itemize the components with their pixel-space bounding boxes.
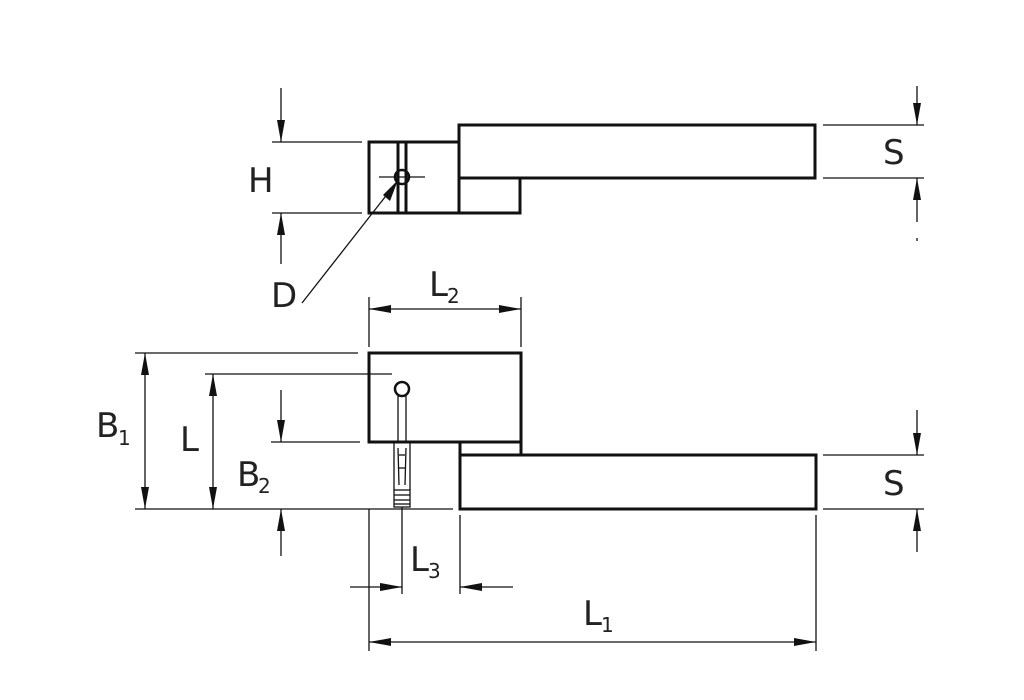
dimension-b1-label: B (96, 406, 119, 446)
front-view-rose-block (367, 351, 523, 444)
dimension-b1: B 1 (96, 352, 358, 509)
dimension-s-top-label: S (883, 133, 905, 173)
dimension-s-bottom-label: S (883, 464, 905, 504)
top-view-lower-step (457, 176, 522, 215)
spindle-screw (393, 442, 411, 508)
dimension-h: H (248, 88, 362, 264)
dimension-b2-subscript: 2 (258, 474, 271, 498)
dimension-l-label: L (180, 420, 199, 460)
top-view (367, 123, 817, 215)
dimension-s-top: S (823, 86, 924, 241)
front-view-pin-hole (393, 380, 411, 398)
dimension-d: D (271, 180, 398, 316)
dimension-l3-subscript: 3 (428, 559, 441, 583)
dimension-b2: B 2 (237, 390, 360, 556)
dimension-b1-subscript: 1 (118, 426, 131, 450)
dimension-l3: L 3 (350, 507, 513, 594)
dimension-l3-label: L (410, 540, 429, 580)
dimension-l: L (180, 373, 392, 509)
dimension-l2: L 2 (368, 265, 522, 347)
top-view-handle-bar (457, 123, 817, 180)
dimension-b2-label: B (237, 455, 260, 495)
dimension-l1-subscript: 1 (601, 613, 614, 637)
front-view-handle-bar (458, 453, 818, 511)
front-view (367, 351, 818, 511)
dimension-l1: L 1 (368, 509, 817, 651)
dimension-h-label: H (248, 161, 274, 201)
dimension-l2-subscript: 2 (447, 284, 460, 308)
dimension-s-bottom: S (823, 410, 924, 552)
dimension-l2-label: L (429, 265, 448, 305)
front-view-neck (458, 440, 523, 457)
dimension-l1-label: L (583, 594, 602, 634)
dimension-d-label: D (271, 276, 297, 316)
